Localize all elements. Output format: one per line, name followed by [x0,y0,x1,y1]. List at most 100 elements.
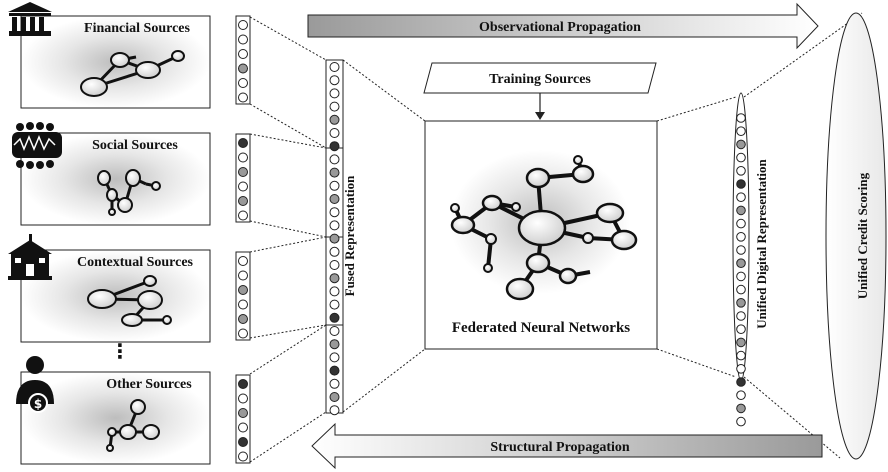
vector-cell [736,284,746,295]
structural-propagation-label: Structural Propagation [490,440,630,455]
vector-cell [736,179,746,189]
vector-cell [238,451,248,462]
vector-cell [238,196,248,206]
vector-cell [736,232,746,242]
vector-cell [238,78,248,88]
person-money-icon: $ [16,356,54,413]
financial-graph-icon [80,50,185,97]
vector-cell [329,62,340,72]
vector-cell [329,114,340,125]
vector-cell [736,126,746,136]
vector-cell [736,192,746,202]
financial-source-panel: Financial Sources [8,2,251,109]
vector-cell [238,20,248,30]
vector-cell [329,194,340,204]
vector-cell [238,328,248,339]
vector-cell [238,422,248,433]
federated-neural-networks-label: Federated Neural Networks [452,320,630,336]
vector-cell [736,324,746,335]
vector-cell [736,403,746,414]
vector-cell [736,337,746,348]
fused-representation: Fused Representation [325,59,357,416]
vector-cell [238,138,248,148]
vector-cell [329,286,340,297]
vector-cell [329,101,340,112]
vector-cell [329,220,340,231]
vector-cell [329,128,340,138]
financial-sources-label: Financial Sources [84,21,190,36]
observational-propagation-label: Observational Propagation [479,20,641,35]
vector-cell [238,379,248,389]
neural-network-graph-icon [450,155,638,301]
vector-cell [329,352,340,363]
vector-cell [736,245,746,255]
vector-cell [736,390,746,401]
social-sources-label: Social Sources [92,138,178,153]
vector-cell [238,152,248,163]
vector-cell [238,63,248,74]
vector-cell [736,416,746,427]
vector-cell [238,270,248,281]
people-group-icon [12,122,62,169]
fused-vector-cells [329,62,340,416]
vector-cell [238,408,248,418]
vector-cell [238,34,248,45]
contextual-graph-icon [87,275,172,327]
other-source-panel: Other Sources $ [16,356,251,465]
other-sources-label: Other Sources [106,377,192,392]
structural-propagation-arrow: Structural Propagation [311,422,823,470]
vector-cell [736,205,746,216]
svg-text:$: $ [34,397,42,411]
vector-cell [238,92,248,103]
social-source-panel: Social Sources [12,122,251,226]
training-sources: Training Sources [423,62,657,120]
financial-vector-cells [238,20,248,103]
observational-propagation-arrow: Observational Propagation [307,2,819,50]
vector-cell [736,113,746,123]
vector-cell [238,285,248,295]
vector-cell [238,256,248,266]
vector-cell [329,392,340,402]
vector-cell [238,314,248,324]
contextual-vector-cells [238,256,248,339]
vector-cell [736,350,746,361]
vector-cell [736,258,746,269]
source-to-fused-connectors [249,16,327,463]
contextual-sources-label: Contextual Sources [77,255,194,270]
vector-cell [329,260,340,270]
more-sources-ellipsis: ⋮ [110,339,130,363]
unified-credit-scoring-ellipse: Unified Credit Scoring [825,12,887,460]
vector-cell [736,377,746,387]
unified-credit-scoring-label: Unified Credit Scoring [855,172,870,299]
social-vector-cells [238,138,248,221]
vector-cell [329,180,340,191]
vector-cell [329,167,340,178]
federated-neural-networks: Federated Neural Networks [424,120,658,350]
vector-cell [736,166,746,176]
vector-cell [238,49,248,59]
bank-icon [8,2,52,36]
vector-cell [736,218,746,229]
unified-digital-representation-label: Unified Digital Representation [754,158,769,328]
vector-cell [736,298,746,308]
fused-representation-label: Fused Representation [342,175,357,297]
vector-cell [329,88,340,99]
vector-cell [329,233,340,244]
vector-cell [736,364,746,374]
other-vector-cells [238,379,248,462]
vector-cell [329,273,340,284]
vector-cell [238,167,248,177]
vector-cell [329,365,340,376]
vector-cell [329,378,340,389]
unified-digital-representation: Unified Digital Representation [732,92,769,427]
vector-cell [238,393,248,404]
training-sources-label: Training Sources [489,72,591,87]
vector-cell [329,75,340,86]
vector-cell [238,181,248,192]
vector-cell [329,207,340,218]
vector-cell [736,152,746,163]
vector-cell [329,326,340,336]
vector-cell [238,210,248,221]
vector-cell [329,405,340,416]
